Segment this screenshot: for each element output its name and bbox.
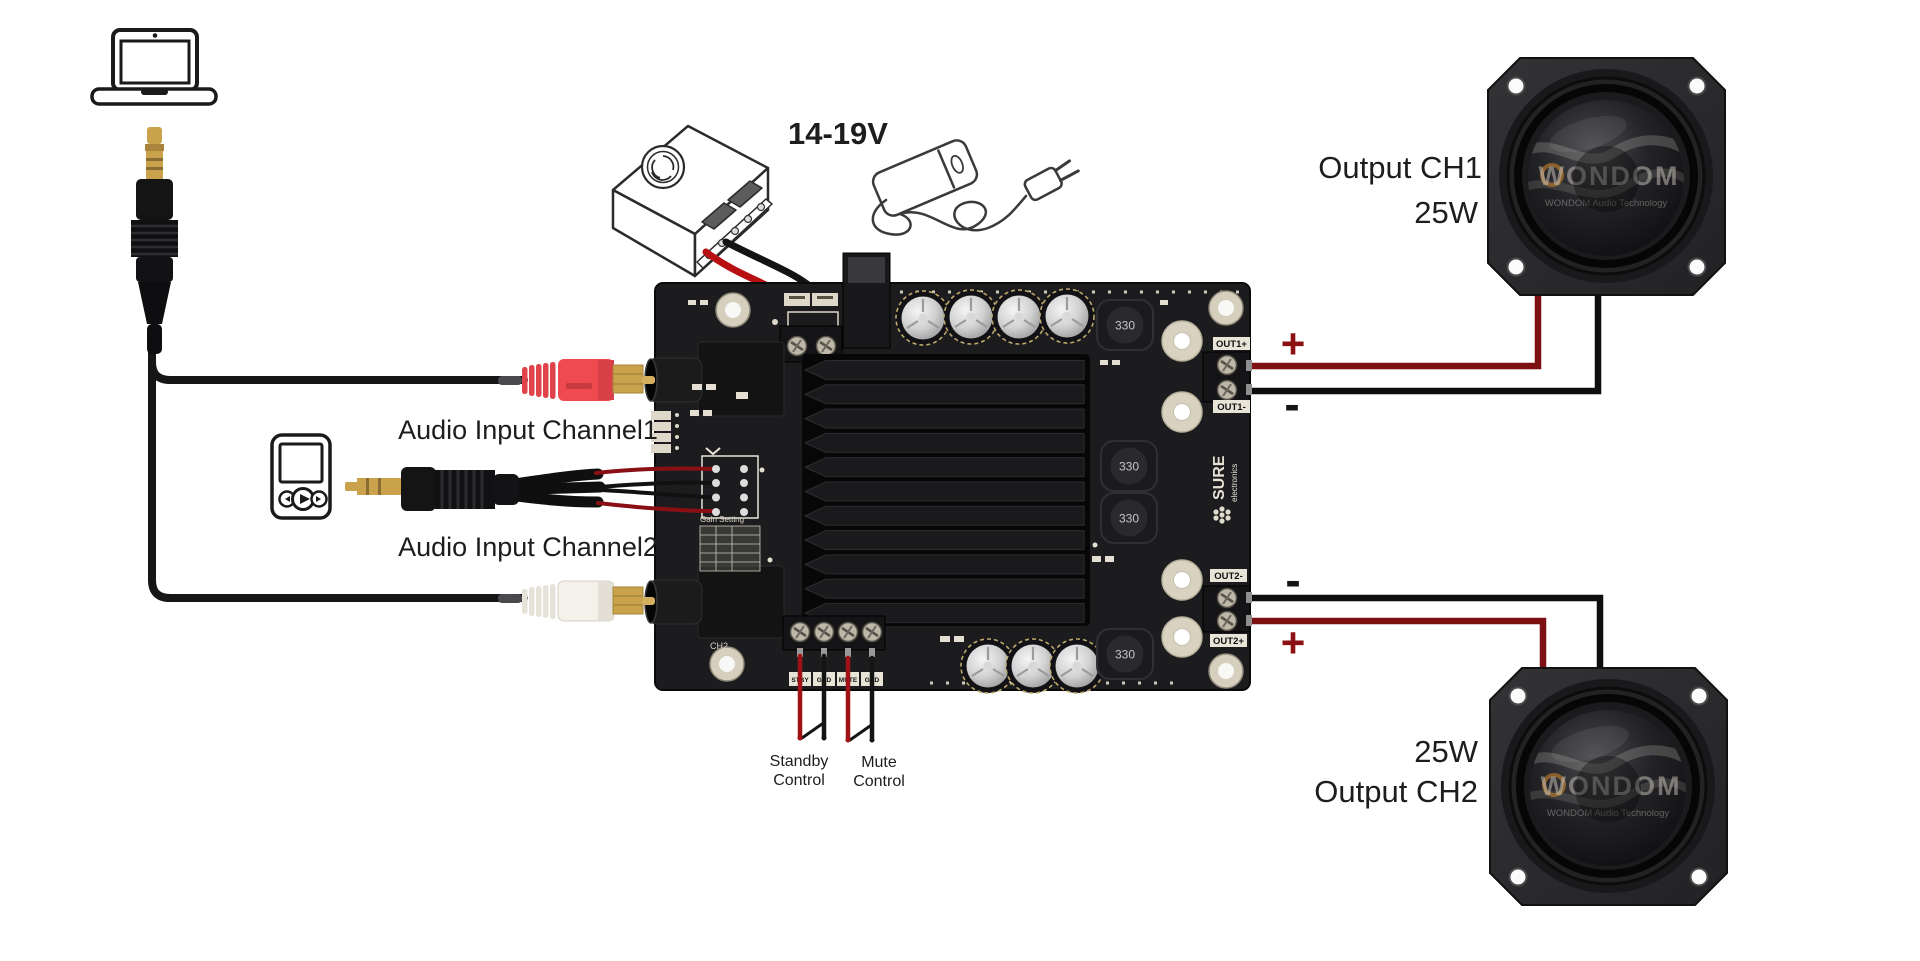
- mute-control-label-line1: Mute: [861, 754, 897, 771]
- standby-switch-icon: [800, 722, 824, 740]
- play-icon: [300, 494, 310, 504]
- out1-plus-label: OUT1+: [1216, 339, 1247, 350]
- voltage-label: 14-19V: [788, 116, 888, 151]
- ch2-minus-sign: -: [1285, 554, 1300, 606]
- header-pins: [712, 465, 748, 516]
- gain-setting-label: Gain Setting: [700, 515, 744, 524]
- laptop-icon: [90, 28, 218, 106]
- aux-splitter-cable: [345, 466, 714, 513]
- capacitor: [942, 288, 1000, 346]
- gain-setting-table: Gain Setting: [699, 515, 761, 572]
- rca-plug-red: [498, 359, 655, 401]
- rca-plug-white: [498, 580, 655, 622]
- aux-jack-plug-horizontal: [345, 467, 519, 511]
- aux-input-header: [701, 447, 759, 519]
- speaker-ch2: [1490, 668, 1727, 905]
- ch1-negative-wire: [1246, 293, 1602, 395]
- psu-vent: [701, 202, 737, 230]
- board-brand: SURE electronics: [1211, 455, 1239, 524]
- board-mounting-hole: [715, 292, 751, 328]
- amplifier-board: CH2 Gain Setting: [644, 252, 1251, 695]
- ac-adapter-icon: [871, 139, 1080, 236]
- brand-logo-dots: [1213, 506, 1231, 524]
- mute-control-label-line2: Control: [853, 773, 905, 790]
- aux-jack-plug-vertical: [131, 127, 178, 354]
- capacitor: [894, 289, 952, 347]
- speaker-ch1: [1488, 58, 1725, 295]
- output-ch1-power-label: 25W: [1414, 195, 1478, 230]
- output-ch2-power-label: 25W: [1414, 734, 1478, 769]
- output-ch1-label: Output CH1: [1318, 150, 1482, 185]
- capacitor: [1048, 637, 1106, 695]
- board-mounting-hole: [1208, 290, 1244, 326]
- solder-pad: [1161, 320, 1203, 362]
- mp3-player-icon: [270, 433, 332, 520]
- ch2-positive-wire: [1246, 617, 1547, 672]
- brand-name: SURE: [1211, 455, 1228, 500]
- control-wires: [797, 653, 875, 743]
- rca-jack-ch1: [644, 341, 785, 417]
- standby-control-label-line1: Standby: [770, 753, 829, 770]
- ch1-positive-wire: [1246, 293, 1542, 370]
- board-mounting-hole: [709, 646, 745, 682]
- out1-terminal: OUT1+ OUT1-: [1202, 337, 1252, 413]
- psu-vent: [727, 180, 763, 208]
- next-icon: [316, 496, 321, 502]
- laptop-audio-cable: [148, 346, 528, 602]
- ch1-plus-sign: +: [1281, 320, 1306, 367]
- out1-minus-label: OUT1-: [1217, 402, 1246, 413]
- ch1-minus-sign: -: [1284, 378, 1299, 430]
- power-supply-unit-icon: [611, 124, 773, 278]
- out2-plus-label: OUT2+: [1213, 636, 1244, 647]
- ch2-negative-wire: [1246, 594, 1604, 674]
- ch2-silkscreen-label: CH2: [710, 641, 728, 651]
- audio-input-channel1-label: Audio Input Channel1: [398, 415, 658, 445]
- input-pin-labels: [651, 411, 679, 453]
- solder-pad: [1161, 391, 1203, 433]
- capacitor: [990, 288, 1048, 346]
- audio-input-channel2-label: Audio Input Channel2: [398, 532, 658, 562]
- capacitor: [1038, 287, 1096, 345]
- brand-sub: electronics: [1230, 464, 1239, 502]
- rca-jack-ch2: CH2: [644, 565, 785, 651]
- prev-icon: [285, 496, 290, 502]
- output-ch2-label: Output CH2: [1314, 774, 1478, 809]
- solder-pad: [1161, 559, 1203, 601]
- solder-pad: [1161, 616, 1203, 658]
- out2-minus-label: OUT2-: [1214, 571, 1243, 582]
- ch2-plus-sign: +: [1281, 619, 1306, 666]
- board-mounting-hole: [1208, 653, 1244, 689]
- mute-switch-icon: [848, 724, 872, 742]
- out2-terminal: OUT2- OUT2+: [1202, 569, 1252, 647]
- standby-control-label-line2: Control: [773, 772, 825, 789]
- heatsink: [802, 354, 1090, 626]
- speaker-wires: [1246, 293, 1604, 674]
